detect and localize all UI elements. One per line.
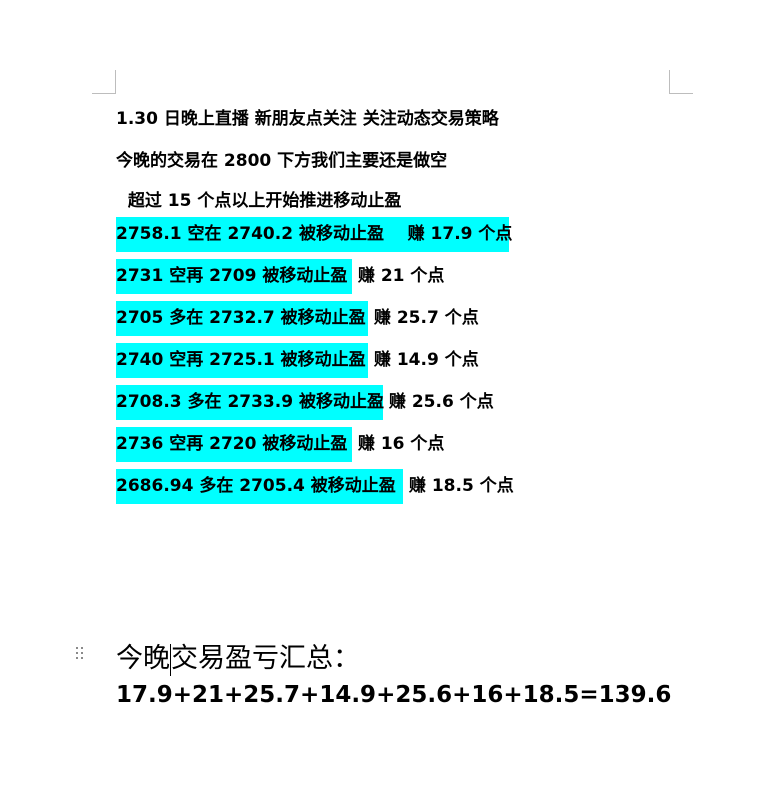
summary-title-part-1: 今晚 bbox=[116, 643, 170, 674]
trade-profit-text: 赚 14.9 个点 bbox=[368, 350, 479, 370]
trade-profit-text: 赚 16 个点 bbox=[352, 434, 445, 454]
summary-formula: 17.9+21+25.7+14.9+25.6+16+18.5=139.6 bbox=[116, 682, 672, 708]
trade-profit-text: 赚 18.5 个点 bbox=[403, 476, 514, 496]
intro-line-2: 今晚的交易在 2800 下方我们主要还是做空 bbox=[116, 151, 448, 171]
trade-profit-text: 赚 25.6 个点 bbox=[383, 392, 494, 412]
trade-highlighted-text: 2758.1 空在 2740.2 被移动止盈 赚 17.9 个点 bbox=[116, 217, 512, 252]
trade-highlighted-text: 2708.3 多在 2733.9 被移动止盈 bbox=[116, 385, 384, 420]
trade-line: 2686.94 多在 2705.4 被移动止盈 赚 18.5 个点 bbox=[116, 469, 514, 504]
trade-line: 2705 多在 2732.7 被移动止盈 赚 25.7 个点 bbox=[116, 301, 479, 336]
trade-highlighted-text: 2686.94 多在 2705.4 被移动止盈 bbox=[116, 469, 403, 504]
text-caret bbox=[170, 643, 171, 676]
intro-line-1: 1.30 日晚上直播 新朋友点关注 关注动态交易策略 bbox=[116, 109, 499, 129]
trade-highlighted-text: 2736 空再 2720 被移动止盈 bbox=[116, 427, 352, 462]
trade-line: 2736 空再 2720 被移动止盈 赚 16 个点 bbox=[116, 427, 444, 462]
trade-highlighted-text: 2740 空再 2725.1 被移动止盈 bbox=[116, 343, 368, 378]
trade-highlighted-text: 2705 多在 2732.7 被移动止盈 bbox=[116, 301, 368, 336]
summary-title-part-2: 交易盈亏汇总： bbox=[171, 643, 360, 674]
trade-line: 2708.3 多在 2733.9 被移动止盈 赚 25.6 个点 bbox=[116, 385, 494, 420]
trade-highlighted-text: 2731 空再 2709 被移动止盈 bbox=[116, 259, 352, 294]
summary-title[interactable]: 今晚交易盈亏汇总： bbox=[116, 636, 360, 676]
intro-line-3: 超过 15 个点以上开始推进移动止盈 bbox=[116, 191, 402, 211]
trade-profit-text: 赚 25.7 个点 bbox=[368, 308, 479, 328]
block-drag-handle-icon[interactable] bbox=[75, 646, 84, 660]
trade-line: 2740 空再 2725.1 被移动止盈 赚 14.9 个点 bbox=[116, 343, 479, 378]
trade-profit-text: 赚 21 个点 bbox=[352, 266, 445, 286]
trade-line: 2731 空再 2709 被移动止盈 赚 21 个点 bbox=[116, 259, 444, 294]
trade-line: 2758.1 空在 2740.2 被移动止盈 赚 17.9 个点 bbox=[116, 217, 512, 252]
